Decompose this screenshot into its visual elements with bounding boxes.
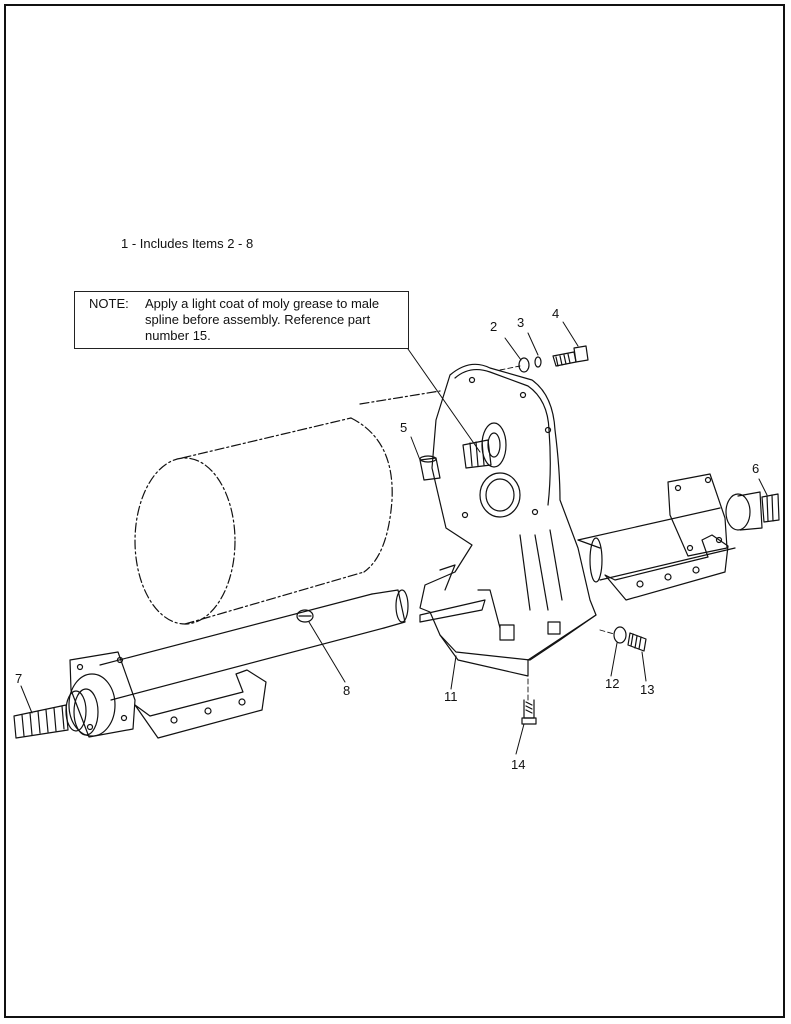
hardware-12-13-14 — [518, 345, 589, 373]
left-spring-bracket — [134, 669, 267, 739]
input-shaft-spline — [462, 422, 521, 518]
includes-caption: 1 - Includes Items 2 - 8 — [121, 236, 254, 251]
callout-2: 6 — [752, 461, 759, 476]
callout-leaders — [20, 321, 768, 755]
assembly-centerlines — [499, 365, 615, 701]
callout-12: 4 — [552, 306, 559, 321]
note-text: Apply a light coat of moly grease to mal… — [145, 296, 380, 343]
hardware-5-6 — [613, 626, 647, 652]
left-axle-spline — [13, 704, 69, 739]
motor-phantom — [134, 390, 441, 625]
hardware-7 — [521, 699, 537, 725]
callout-7: 14 — [511, 757, 525, 772]
right-spring-bracket — [604, 534, 729, 601]
gear-housing — [419, 363, 601, 677]
right-axle-tube — [577, 507, 736, 583]
right-mount-flange — [667, 473, 780, 557]
plug-cap — [419, 455, 441, 481]
drain-plug — [296, 609, 314, 623]
note-label: NOTE: — [89, 296, 129, 311]
callout-4: 11 — [444, 689, 458, 704]
callout-6: 12 — [605, 676, 619, 691]
callout-11: 5 — [400, 420, 407, 435]
left-axle-tube — [99, 589, 409, 701]
callout-3: 7 — [15, 671, 22, 686]
page-border — [4, 4, 785, 1018]
callout-14: 2 — [490, 319, 497, 334]
callout-13: 3 — [517, 315, 524, 330]
note-box: NOTE: Apply a light coat of moly grease … — [74, 291, 409, 349]
callout-5: 13 — [640, 682, 654, 697]
callout-8: 8 — [343, 683, 350, 698]
